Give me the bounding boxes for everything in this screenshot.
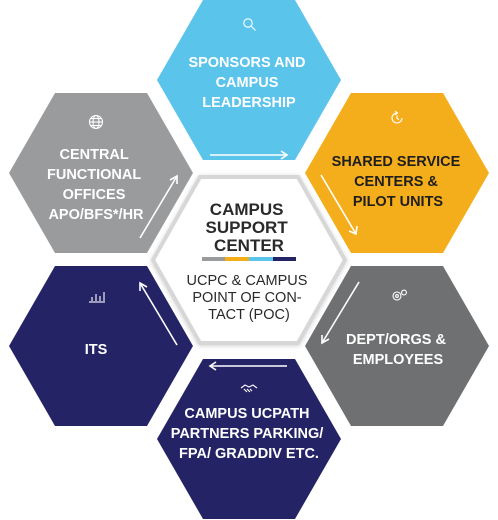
arrow-partners-to-its: [208, 361, 287, 371]
hex-dept-line-2: EMPLOYEES: [353, 352, 444, 368]
hex-central-line-2: FUNCTIONAL: [47, 167, 141, 183]
hex-partners-line-2: PARTNERS PARKING/: [171, 426, 324, 442]
hex-sponsors-shape: [157, 0, 341, 160]
center-title: CAMPUS SUPPORT CENTER: [206, 200, 293, 255]
center-sub-line-1: UCPC & CAMPUS: [187, 273, 308, 289]
hex-sponsors-line-1: SPONSORS AND: [188, 55, 305, 71]
hex-central: CENTRAL FUNCTIONAL OFFICES APO/BFS*/HR: [9, 93, 193, 253]
center-color-bar: [202, 257, 296, 261]
hex-central-line-1: CENTRAL: [59, 147, 128, 163]
hex-partners-shape: [157, 359, 341, 519]
hex-central-label: CENTRAL FUNCTIONAL OFFICES APO/BFS*/HR: [47, 147, 145, 223]
hex-its-label: ITS: [85, 342, 108, 358]
hex-shared-line-1: SHARED SERVICE: [332, 154, 461, 170]
hex-sponsors-line-3: LEADERSHIP: [202, 95, 296, 111]
center-bar-gray: [202, 257, 225, 261]
arrow-dept-to-partners: [321, 281, 360, 345]
center-subtitle: UCPC & CAMPUS POINT OF CON- TACT (POC): [187, 273, 312, 323]
hex-sponsors-line-2: CAMPUS: [216, 75, 279, 91]
hex-dept: DEPT/ORGS & EMPLOYEES: [305, 266, 489, 426]
hex-central-shape: [9, 93, 193, 253]
hex-central-line-4: APO/BFS*/HR: [48, 207, 144, 223]
hex-sponsors-label: SPONSORS AND CAMPUS LEADERSHIP: [188, 55, 309, 111]
center-sub-line-3: TACT (POC): [208, 307, 290, 323]
center-title-line-2: SUPPORT: [206, 218, 289, 237]
hex-its: ITS: [9, 266, 193, 426]
center-bar-navy: [273, 257, 296, 261]
center-bar-orange: [225, 257, 249, 261]
hex-its-shape: [9, 266, 193, 426]
hex-central-line-3: OFFICES: [63, 187, 126, 203]
hex-partners-label: CAMPUS UCPATH PARTNERS PARKING/ FPA/ GRA…: [171, 406, 328, 462]
hex-its-line-1: ITS: [85, 342, 108, 358]
hex-shared-line-2: CENTERS &: [354, 174, 438, 190]
hex-partners-line-3: FPA/ GRADDIV ETC.: [179, 446, 319, 462]
center-title-line-3: CENTER: [214, 236, 284, 255]
hex-sponsors: SPONSORS AND CAMPUS LEADERSHIP: [157, 0, 341, 160]
hex-shared-shape: [305, 93, 489, 253]
handshake-icon: [240, 384, 258, 393]
hex-shared-line-3: PILOT UNITS: [353, 194, 444, 210]
hex-dept-label: DEPT/ORGS & EMPLOYEES: [346, 332, 450, 368]
hex-partners: CAMPUS UCPATH PARTNERS PARKING/ FPA/ GRA…: [157, 359, 341, 519]
hex-dept-shape: [305, 266, 489, 426]
search-icon: [243, 18, 256, 31]
hex-dept-line-1: DEPT/ORGS &: [346, 332, 446, 348]
arrow-sponsors-to-shared: [210, 150, 289, 160]
arrow-central-to-sponsors: [139, 174, 178, 239]
gears-icon: [392, 289, 407, 301]
refresh-clock-icon: [391, 110, 403, 124]
center-title-line-1: CAMPUS: [210, 200, 284, 219]
hex-center: CAMPUS SUPPORT CENTER UCPC & CAMPUS POIN…: [150, 175, 348, 345]
hex-partners-line-1: CAMPUS UCPATH: [184, 406, 309, 422]
center-bar-blue: [249, 257, 273, 261]
arrow-its-to-central: [139, 281, 178, 346]
hex-shared: SHARED SERVICE CENTERS & PILOT UNITS: [305, 93, 489, 253]
globe-icon: [88, 114, 104, 130]
hex-shared-label: SHARED SERVICE CENTERS & PILOT UNITS: [332, 154, 465, 210]
center-sub-line-2: POINT OF CON-: [192, 290, 301, 306]
arrow-shared-to-dept: [320, 174, 358, 236]
bar-chart-icon: [89, 292, 105, 303]
